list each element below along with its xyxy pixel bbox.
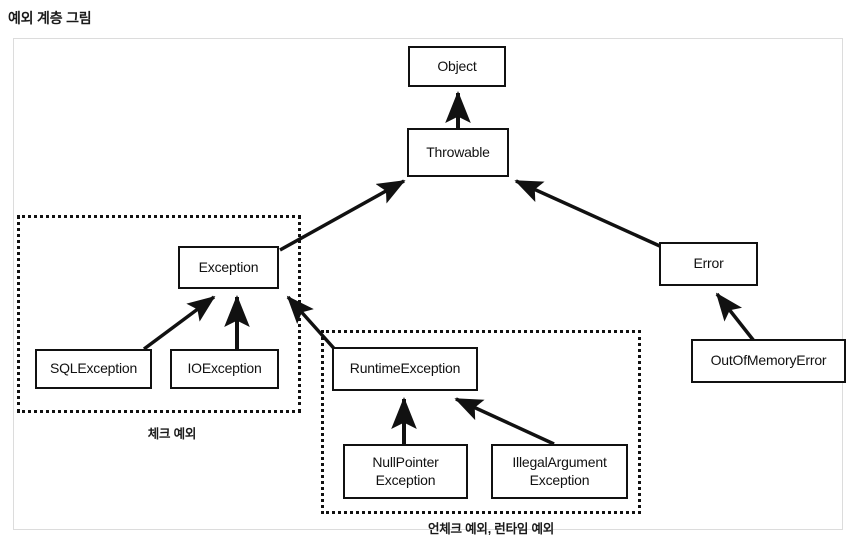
node-label-nullpointerexception: NullPointer Exception [372, 454, 439, 488]
group-label-checked-exception: 체크 예외 [147, 427, 197, 441]
group-label-unchecked-exception: 언체크 예외, 런타임 예외 [427, 522, 555, 536]
node-ioexception: IOException [170, 349, 279, 389]
node-label-throwable: Throwable [426, 143, 490, 160]
node-label-sqlexception: SQLException [49, 360, 138, 377]
edge-outofmemoryerror-to-error [715, 292, 756, 343]
node-label-object: Object [437, 57, 477, 74]
node-outofmemoryerror: OutOfMemoryError [691, 339, 846, 383]
node-label-error: Error [693, 255, 724, 272]
edge-error-to-throwable [514, 179, 663, 249]
edge-runtimeexception-to-exception [286, 295, 341, 356]
node-sqlexception: SQLException [35, 349, 152, 389]
page-title: 예외 계층 그림 [8, 10, 92, 26]
node-error: Error [659, 242, 758, 286]
group-box-unchecked-exception [321, 330, 641, 514]
node-exception: Exception [178, 246, 279, 289]
diagram-container: 체크 예외 언체크 예외, 런타임 예외 Object Throwable Ex… [13, 38, 846, 536]
node-label-runtimeexception: RuntimeException [349, 360, 461, 377]
node-runtimeexception: RuntimeException [332, 347, 478, 391]
node-nullpointerexception: NullPointer Exception [343, 444, 468, 499]
node-object: Object [408, 46, 506, 87]
node-label-outofmemoryerror: OutOfMemoryError [710, 352, 827, 369]
node-label-illegalargumentexception: IllegalArgument Exception [512, 454, 607, 488]
edge-sqlexception-to-exception [142, 295, 216, 351]
group-box-checked-exception [17, 215, 301, 413]
node-label-exception: Exception [198, 258, 259, 275]
node-throwable: Throwable [407, 128, 509, 177]
node-illegalargumentexception: IllegalArgument Exception [491, 444, 628, 499]
node-label-ioexception: IOException [187, 360, 262, 377]
edge-illegalargumentexception-to-runtimeexception [454, 397, 555, 446]
